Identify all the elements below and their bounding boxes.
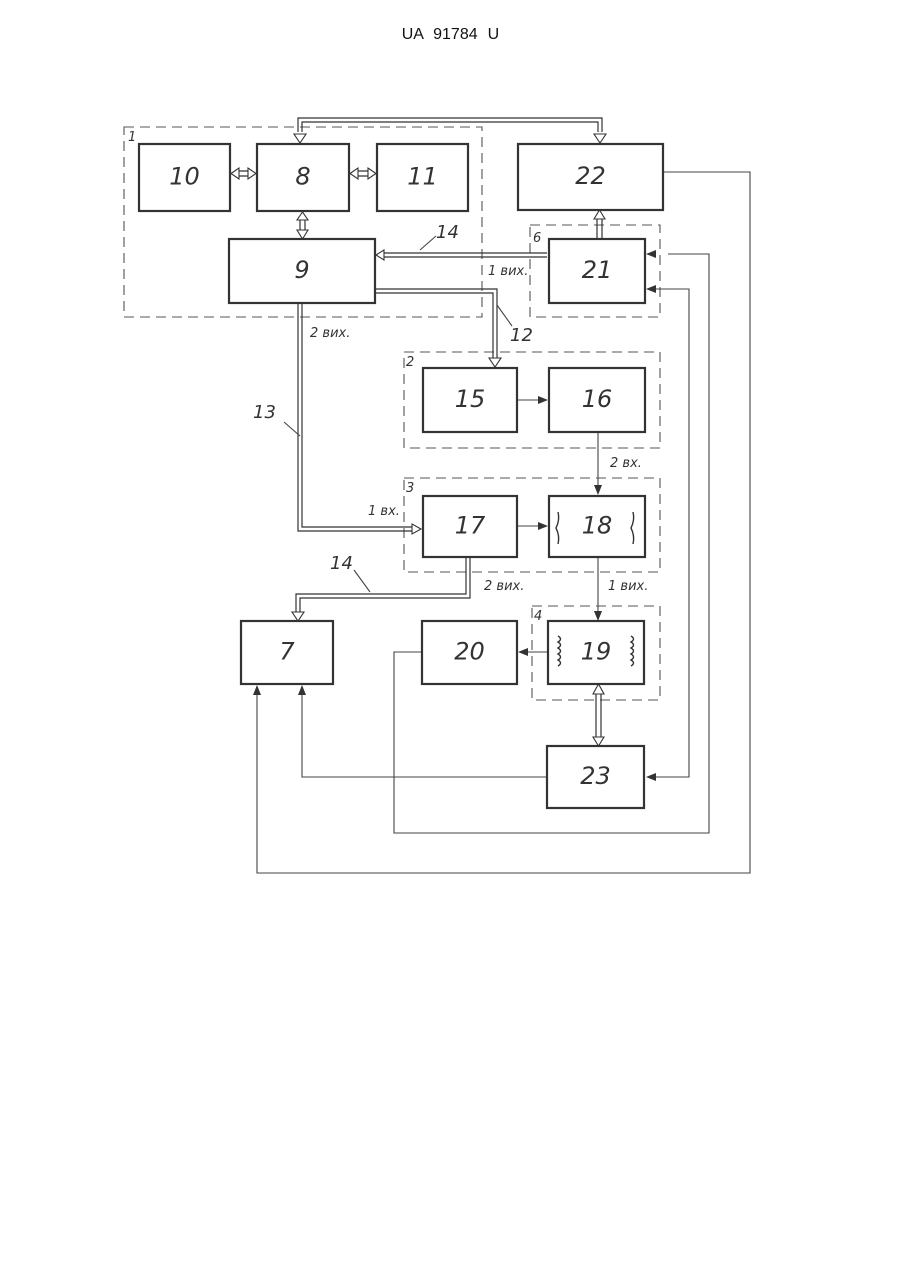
wire-21-23 (654, 289, 689, 777)
leader-14-top (420, 236, 436, 250)
block-19-label: 19 (581, 638, 612, 666)
block-10: 10 (139, 144, 230, 211)
block-22-label: 22 (575, 162, 606, 190)
group-6-label: 6 (533, 231, 541, 246)
arrow-to-15-top (489, 358, 501, 367)
group-1-label: 1 (128, 130, 136, 145)
arrow-to-19-top (594, 611, 602, 621)
arrow-to-8-right (350, 168, 358, 179)
bus-arrow-to-22 (594, 134, 606, 143)
arrow-to-18-left (538, 522, 548, 530)
bus-8-22 (298, 118, 602, 132)
block-11: 11 (377, 144, 468, 211)
block-22: 22 (518, 144, 663, 210)
group-4-label: 4 (534, 609, 542, 624)
block-8-label: 8 (295, 163, 310, 191)
block-17: 17 (423, 496, 517, 557)
arrow-to-8-left (248, 168, 256, 179)
block-7-label: 7 (279, 638, 295, 666)
leader-14-bottom (354, 570, 370, 592)
group-3-label: 3 (406, 481, 414, 496)
bus-14-17-to-7 (296, 557, 470, 612)
arrow-to-10 (231, 168, 239, 179)
arrow-to-21-lower (646, 285, 656, 293)
block-23: 23 (547, 746, 644, 808)
block-21: 21 (549, 239, 645, 303)
block-10-label: 10 (169, 163, 200, 191)
bus-arrow-to-8 (294, 134, 306, 143)
arrow-to-8-bottom (297, 212, 308, 220)
port-label-9-out2: 2 вих. (310, 326, 350, 341)
bus-14-21-to-9 (384, 253, 547, 257)
arrow-to-16 (538, 396, 548, 404)
block-7: 7 (241, 621, 333, 684)
arrow-to-20 (518, 648, 528, 656)
group-2-label: 2 (406, 355, 414, 370)
bus-21-22 (597, 219, 602, 238)
bus-8-9 (300, 220, 305, 230)
block-20-label: 20 (454, 638, 485, 666)
arrow-to-11 (368, 168, 376, 179)
block-20: 20 (422, 621, 517, 684)
block-9-label: 9 (294, 256, 309, 284)
leader-12 (497, 305, 512, 326)
ref-14-bottom: 14 (330, 553, 353, 574)
arrow-to-18-top (594, 485, 602, 495)
block-11-label: 11 (407, 163, 438, 191)
arrow-to-7-bottom-left (253, 685, 261, 695)
wire-23-7 (302, 694, 546, 777)
block-9: 9 (229, 239, 375, 303)
block-17-label: 17 (455, 512, 486, 540)
block-16-label: 16 (582, 385, 613, 413)
block-18: 18 (549, 496, 645, 557)
arrow-to-9-top (297, 230, 308, 239)
block-21-label: 21 (582, 256, 613, 284)
block-16: 16 (549, 368, 645, 432)
arrow-to-9-right (376, 250, 384, 260)
arrow-to-7-top (292, 612, 304, 621)
port-label-18-out1: 1 вих. (608, 579, 648, 594)
arrow-to-21-upper (646, 250, 656, 258)
bus-12-9-to-15 (376, 289, 497, 358)
arrow-to-22-bottom (594, 210, 605, 219)
arrow-to-19-bottom (593, 684, 604, 694)
port-label-17-in1: 1 вх. (368, 504, 400, 519)
ref-14-top: 14 (436, 222, 459, 243)
bus-8-11 (358, 171, 368, 176)
block-19: 19 (548, 621, 644, 684)
port-label-17-out2: 2 вих. (484, 579, 524, 594)
arrow-to-17-left (412, 524, 421, 534)
ref-13: 13 (253, 402, 276, 423)
arrow-to-23-top (593, 737, 604, 746)
port-label-16-in2: 2 вх. (610, 456, 642, 471)
port-label-21-out1: 1 вих. (488, 264, 528, 279)
block-15: 15 (423, 368, 517, 432)
arrow-to-7-bottom-right (298, 685, 306, 695)
arrow-to-23-right (646, 773, 656, 781)
block-8: 8 (257, 144, 349, 211)
block-15-label: 15 (455, 385, 486, 413)
block-23-label: 23 (580, 762, 611, 790)
ref-12: 12 (510, 325, 533, 346)
block-18-label: 18 (582, 512, 613, 540)
